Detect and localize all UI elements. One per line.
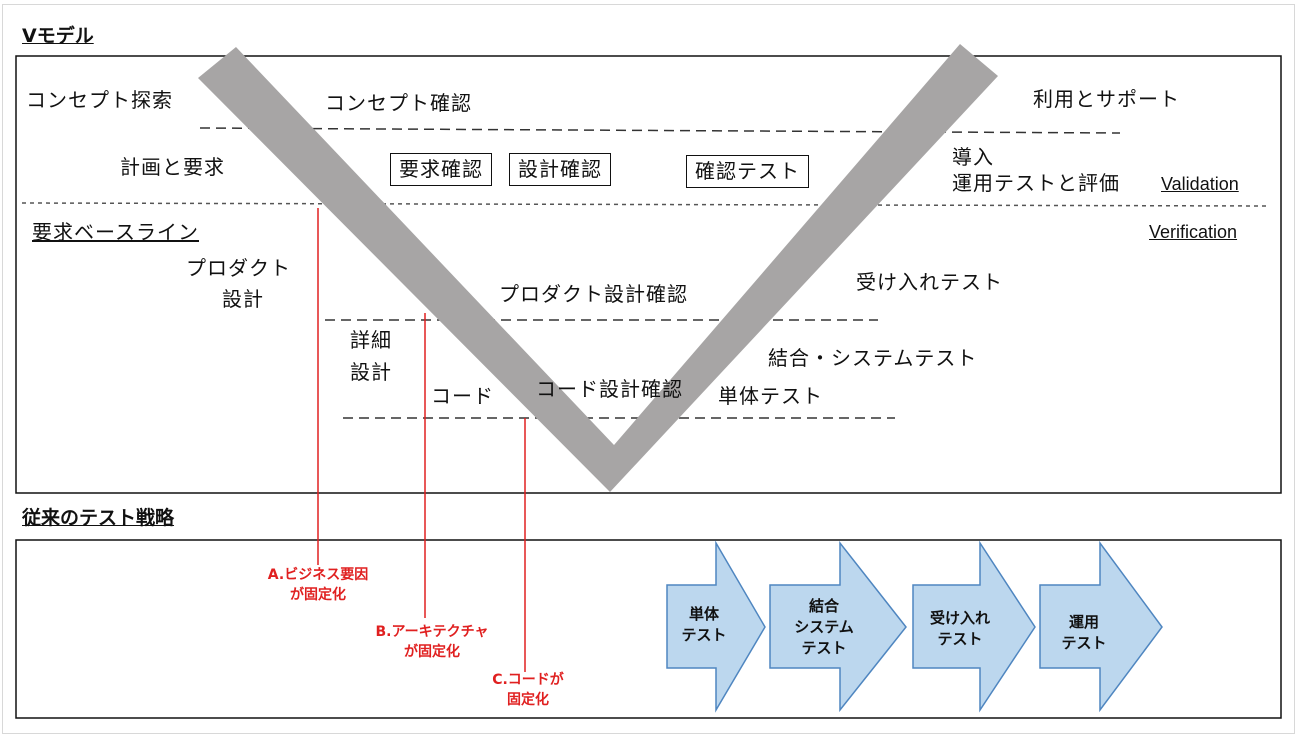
requirements-confirmation-box: 要求確認 (390, 153, 492, 186)
validation-label: Validation (1161, 174, 1239, 194)
operation-test-evaluation-label: 運用テストと評価 (952, 171, 1120, 195)
vmodel-panel (15, 55, 1282, 494)
unit-test-label: 単体テスト (718, 384, 823, 408)
arrow-unit-test-label: 単体 テスト (668, 604, 740, 646)
verification-label: Verification (1149, 222, 1238, 242)
note-a-line2: が固定化 (290, 587, 346, 603)
outer-frame (2, 4, 1295, 734)
detailed-design-label-line2: 設計 (350, 360, 392, 384)
note-b: B.アーキテクチャ が固定化 (357, 622, 507, 662)
confirmation-test-box: 確認テスト (686, 155, 809, 188)
arrow-integration-line3: テスト (801, 639, 847, 657)
product-design-confirmation-label: プロダクト設計確認 (499, 282, 688, 306)
product-design-label-line2: 設計 (222, 287, 264, 311)
arrow-operation-line2: テスト (1061, 634, 1107, 652)
arrow-acceptance-line1: 受け入れ (929, 609, 990, 627)
arrow-operation-test (1039, 540, 1163, 713)
integration-system-test-label: 結合・システムテスト (768, 346, 978, 370)
product-design-label-line1: プロダクト (186, 256, 291, 280)
note-b-line2: が固定化 (404, 644, 460, 660)
note-c-line2: 固定化 (507, 692, 549, 708)
arrow-unit-test-line2: テスト (681, 626, 727, 644)
introduction-label: 導入 (952, 145, 994, 169)
concept-exploration-label: コンセプト探索 (26, 88, 173, 112)
arrow-operation-test-label: 運用 テスト (1046, 612, 1122, 654)
traditional-panel (15, 539, 1282, 719)
arrow-operation-line1: 運用 (1068, 613, 1099, 631)
design-confirmation-box: 設計確認 (509, 153, 611, 186)
arrow-unit-test-line1: 単体 (688, 605, 719, 623)
arrow-integration-system-test-label: 結合 システム テスト (778, 596, 870, 659)
note-a-line1: A.ビジネス要因 (267, 567, 369, 583)
requirements-baseline-label: 要求ベースライン (32, 220, 199, 244)
arrow-integration-line2: システム (794, 618, 854, 636)
vmodel-heading: Vモデル (22, 25, 94, 47)
note-c-line1: C.コードが (492, 672, 564, 688)
arrow-unit-test (666, 540, 766, 713)
note-b-line1: B.アーキテクチャ (375, 624, 489, 640)
concept-level-line (199, 127, 1121, 134)
arrow-acceptance-test (912, 540, 1036, 713)
note-a: A.ビジネス要因 が固定化 (248, 565, 388, 605)
use-and-support-label: 利用とサポート (1033, 87, 1180, 111)
arrow-acceptance-line2: テスト (937, 630, 983, 648)
note-c: C.コードが 固定化 (478, 670, 578, 710)
arrow-integration-system-test (769, 540, 907, 713)
traditional-heading: 従来のテスト戦略 (22, 507, 175, 529)
arrow-acceptance-test-label: 受け入れ テスト (914, 608, 1006, 650)
arrow-integration-line1: 結合 (808, 597, 839, 615)
code-design-confirmation-label: コード設計確認 (536, 377, 683, 401)
planning-requirements-label: 計画と要求 (120, 155, 225, 179)
detailed-design-label-line1: 詳細 (350, 328, 392, 352)
code-label: コード (431, 384, 494, 408)
baseline-divider-line (21, 202, 1271, 207)
acceptance-test-label: 受け入れテスト (856, 270, 1003, 294)
concept-confirmation-label: コンセプト確認 (325, 91, 472, 115)
